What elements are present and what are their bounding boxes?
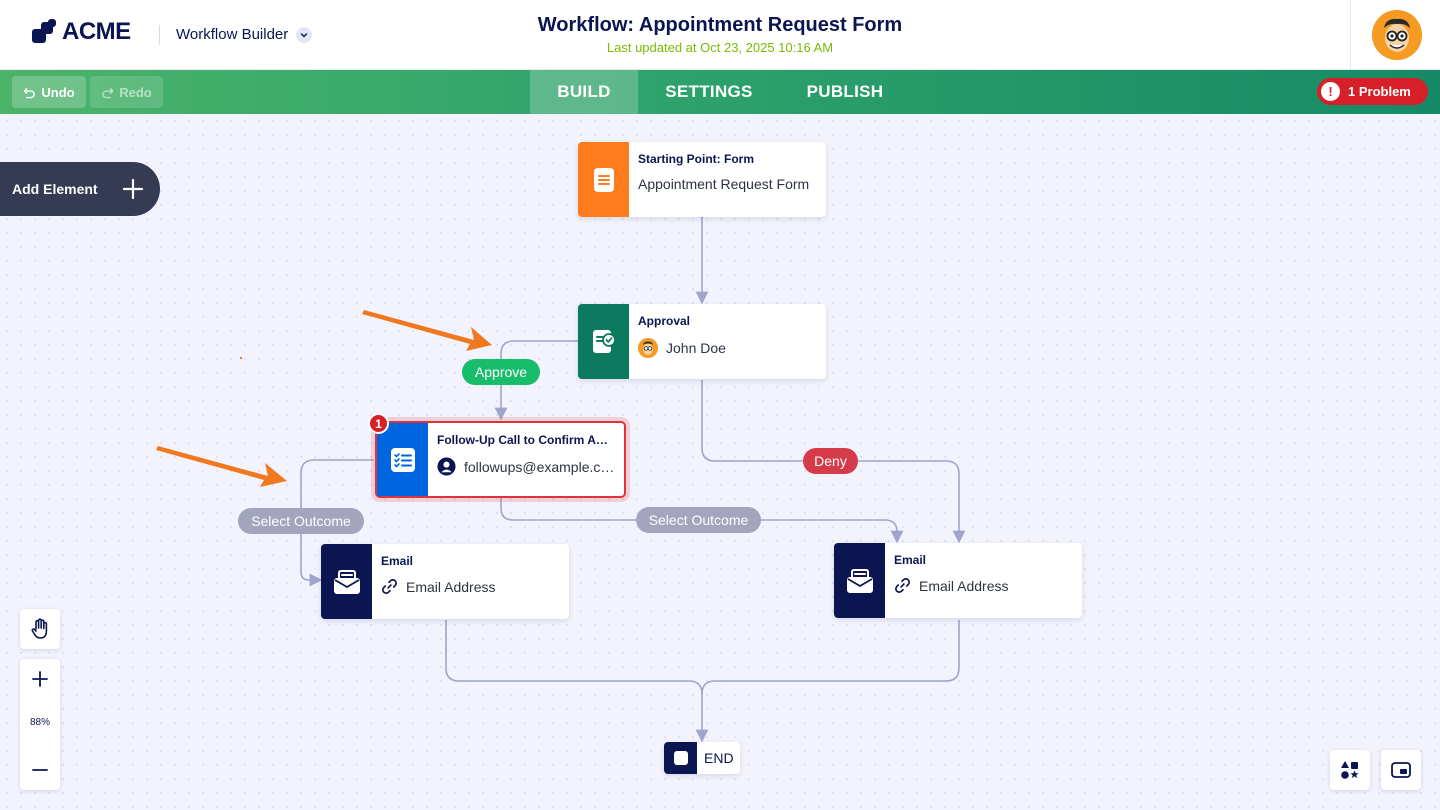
node-email-left[interactable]: Email Email Address xyxy=(321,544,569,619)
undo-button[interactable]: Undo xyxy=(12,76,86,108)
assignee-avatar xyxy=(638,338,658,358)
minimap-toggle-button[interactable] xyxy=(1381,750,1421,790)
redo-button[interactable]: Redo xyxy=(90,76,163,108)
select-outcome-left-button[interactable]: Select Outcome xyxy=(238,508,364,534)
pan-tool-button[interactable] xyxy=(20,609,60,649)
app-header: ACME Workflow Builder Workflow: Appointm… xyxy=(0,0,1440,70)
zoom-controls: 88% xyxy=(20,659,60,790)
builder-toolbar: Undo Redo BUILD SETTINGS PUBLISH xyxy=(0,70,1440,114)
error-count-badge: 1 xyxy=(368,413,389,434)
node-followup-task[interactable]: Follow-Up Call to Confirm Appointment fo… xyxy=(375,421,626,498)
node-subtitle: Appointment Request Form xyxy=(638,176,810,192)
zoom-in-button[interactable] xyxy=(20,659,60,699)
node-end[interactable]: END xyxy=(664,742,740,774)
annotation-arrow-2 xyxy=(156,446,287,487)
problem-indicator-button[interactable]: ! 1 Problem xyxy=(1317,78,1428,105)
node-subtitle: John Doe xyxy=(666,340,726,356)
header-divider xyxy=(159,25,160,45)
minus-icon xyxy=(32,769,48,771)
node-title: Email xyxy=(894,553,927,567)
hand-icon xyxy=(31,618,48,639)
warning-icon: ! xyxy=(1321,82,1340,101)
chevron-down-icon xyxy=(296,26,313,43)
add-element-button[interactable]: Add Element xyxy=(0,162,160,216)
node-subtitle: followups@example.com xyxy=(464,458,615,475)
redo-icon xyxy=(102,87,114,98)
node-title: Email xyxy=(381,554,414,568)
node-email-right[interactable]: Email Email Address xyxy=(834,543,1082,618)
plus-icon xyxy=(32,671,48,687)
user-avatar[interactable] xyxy=(1372,10,1422,60)
tab-publish[interactable]: PUBLISH xyxy=(806,82,884,101)
logo-text: ACME xyxy=(62,18,131,45)
task-list-icon xyxy=(377,423,428,496)
workflow-canvas[interactable] xyxy=(0,114,1440,810)
annotation-arrow-1 xyxy=(362,310,492,351)
connector-email-right-end xyxy=(701,620,960,695)
end-label: END xyxy=(704,750,734,766)
connector-email-left-end xyxy=(445,620,703,695)
node-approval[interactable]: Approval John Doe xyxy=(578,304,826,379)
user-icon xyxy=(437,457,456,476)
workflow-title-block: Workflow: Appointment Request Form Last … xyxy=(420,14,1020,55)
logo-mark-icon xyxy=(32,19,58,45)
undo-label: Undo xyxy=(41,84,75,100)
last-updated-text: Last updated at Oct 23, 2025 10:16 AM xyxy=(606,40,834,55)
stray-dot xyxy=(240,357,242,359)
zoom-out-button[interactable] xyxy=(20,750,60,790)
node-title: Follow-Up Call to Confirm Appointment xyxy=(437,433,615,447)
page-title: Workflow: Appointment Request Form xyxy=(537,14,903,36)
stop-icon xyxy=(664,742,697,774)
node-start-form[interactable]: Starting Point: Form Appointment Request… xyxy=(578,142,826,217)
builder-switcher[interactable]: Workflow Builder xyxy=(176,26,313,43)
problem-label: 1 Problem xyxy=(1348,84,1411,99)
approve-outcome-label[interactable]: Approve xyxy=(462,359,540,385)
node-subtitle: Email Address xyxy=(406,578,496,595)
annotation-arrows xyxy=(156,310,492,487)
minimap-icon xyxy=(1391,762,1411,778)
undo-icon xyxy=(24,87,36,98)
tab-build[interactable]: BUILD xyxy=(530,70,638,114)
email-icon xyxy=(834,543,885,618)
shapes-icon xyxy=(1341,761,1359,779)
node-title: Approval xyxy=(638,314,691,328)
email-icon xyxy=(321,544,372,619)
zoom-level: 88% xyxy=(29,717,50,728)
tab-settings[interactable]: SETTINGS xyxy=(665,82,753,101)
element-library-button[interactable] xyxy=(1330,750,1370,790)
link-icon xyxy=(382,579,397,594)
select-outcome-right-button[interactable]: Select Outcome xyxy=(636,507,761,533)
approval-icon xyxy=(578,304,629,379)
node-title: Starting Point: Form xyxy=(638,152,754,166)
add-element-label: Add Element xyxy=(12,181,98,197)
connector-approve xyxy=(494,340,578,421)
user-menu[interactable] xyxy=(1350,0,1440,70)
builder-name-label: Workflow Builder xyxy=(176,26,289,43)
deny-outcome-label[interactable]: Deny xyxy=(803,448,858,474)
link-icon xyxy=(895,578,910,593)
acme-logo[interactable]: ACME xyxy=(32,18,131,46)
form-icon xyxy=(578,142,629,217)
plus-icon xyxy=(122,178,144,200)
redo-label: Redo xyxy=(119,84,152,100)
node-subtitle: Email Address xyxy=(919,577,1009,594)
